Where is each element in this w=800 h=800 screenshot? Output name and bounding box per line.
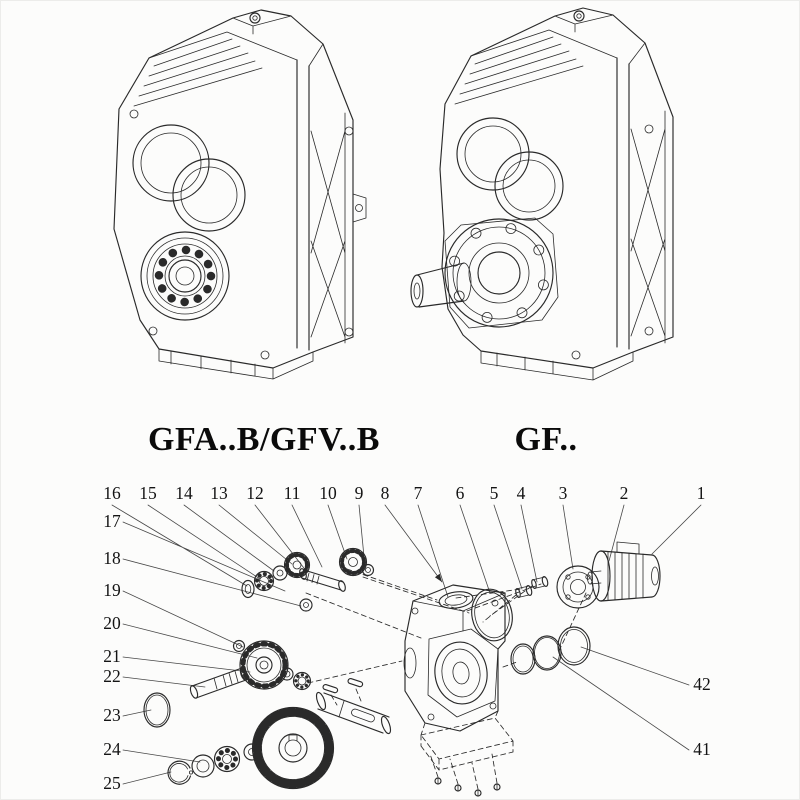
callout-18: 18 bbox=[103, 548, 121, 568]
callout-41: 41 bbox=[693, 739, 711, 759]
callout-21: 21 bbox=[103, 646, 121, 666]
model-label-left: GFA..B/GFV..B bbox=[148, 421, 380, 458]
callout-22: 22 bbox=[103, 666, 121, 686]
callout-20: 20 bbox=[103, 613, 121, 633]
callout-12: 12 bbox=[246, 483, 264, 503]
callout-42: 42 bbox=[693, 674, 711, 694]
gearbox-drawing-gfab bbox=[113, 9, 367, 380]
callout-8: 8 bbox=[381, 483, 390, 503]
part-intermediate-shaft-assembly bbox=[189, 639, 312, 699]
callout-16: 16 bbox=[103, 483, 121, 503]
callout-13: 13 bbox=[210, 483, 228, 503]
callout-9: 9 bbox=[355, 483, 364, 503]
callout-2: 2 bbox=[620, 483, 629, 503]
part-output-shaft-assembly bbox=[167, 678, 392, 790]
part-input-shaft-assembly bbox=[241, 547, 375, 612]
part-large-ring bbox=[143, 692, 171, 728]
callout-25: 25 bbox=[103, 773, 121, 793]
leader-lines bbox=[111, 504, 702, 785]
callout-11: 11 bbox=[284, 483, 301, 503]
callout-4: 4 bbox=[517, 483, 526, 503]
callout-24: 24 bbox=[103, 739, 121, 759]
callout-10: 10 bbox=[319, 483, 337, 503]
callout-3: 3 bbox=[559, 483, 568, 503]
assembly-axis-lines bbox=[305, 568, 587, 684]
model-label-right: GF.. bbox=[514, 421, 577, 458]
part-bolts bbox=[482, 576, 549, 623]
callout-17: 17 bbox=[103, 511, 121, 531]
exploded-parts-diagram bbox=[111, 504, 702, 797]
callout-7: 7 bbox=[414, 483, 423, 503]
output-flange bbox=[444, 217, 559, 329]
callout-15: 15 bbox=[139, 483, 157, 503]
part-gasket bbox=[471, 588, 513, 642]
part-retaining-rings bbox=[510, 626, 591, 675]
callout-numbers: 16 15 14 13 12 11 10 9 8 7 6 5 4 3 2 1 1… bbox=[103, 483, 711, 793]
model-labels: GFA..B/GFV..B GF.. bbox=[148, 421, 577, 458]
gearbox-drawing-gf bbox=[410, 7, 674, 381]
output-shaft bbox=[410, 262, 472, 308]
part-gear-housing bbox=[403, 584, 506, 732]
callout-6: 6 bbox=[456, 483, 465, 503]
part-bottom-cover bbox=[420, 710, 514, 797]
callout-23: 23 bbox=[103, 705, 121, 725]
callout-19: 19 bbox=[103, 580, 121, 600]
callout-5: 5 bbox=[490, 483, 499, 503]
callout-14: 14 bbox=[175, 483, 193, 503]
callout-1: 1 bbox=[697, 483, 706, 503]
part-motor bbox=[587, 541, 661, 602]
leader-arrowhead bbox=[434, 573, 442, 582]
bearing-face bbox=[140, 231, 230, 321]
